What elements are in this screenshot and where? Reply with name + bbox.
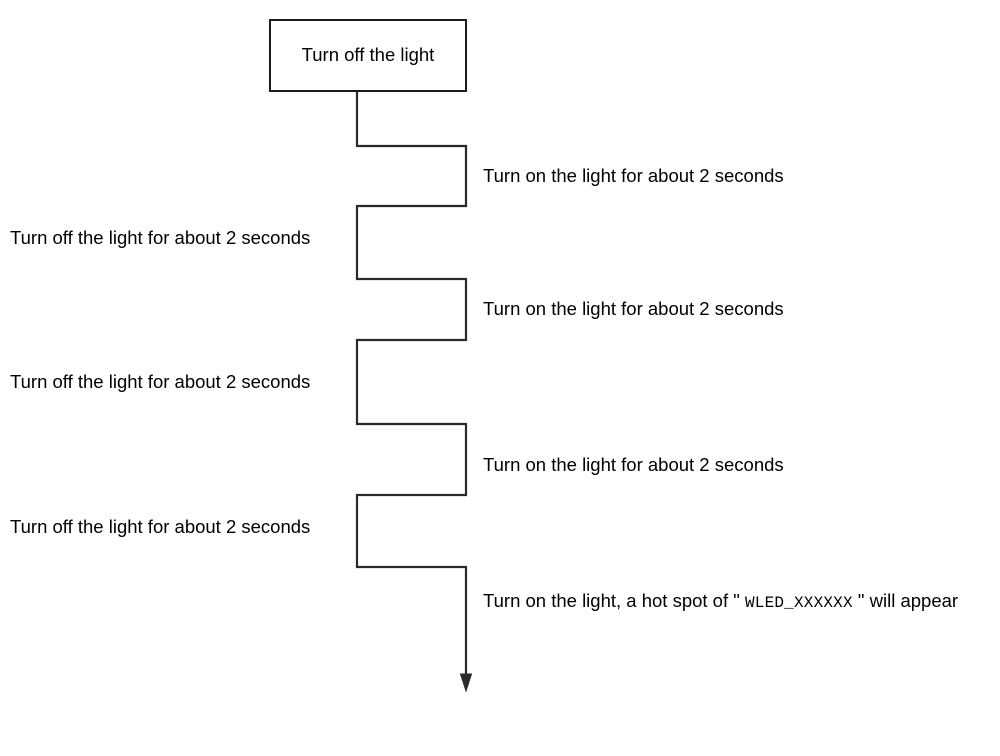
start-node-label: Turn off the light: [301, 44, 435, 66]
final-label-ssid-code: WLED_XXXXXX: [744, 594, 853, 612]
edge-label-turn-on-2: Turn on the light for about 2 seconds: [483, 298, 784, 319]
start-node: Turn off the light: [269, 19, 467, 92]
final-label-suffix: " will appear: [852, 590, 959, 611]
edge-label-turn-on-1: Turn on the light for about 2 seconds: [483, 165, 784, 186]
final-label-prefix: Turn on the light, a hot spot of ": [483, 590, 745, 611]
edge-label-final-hotspot: Turn on the light, a hot spot of " WLED_…: [483, 590, 959, 612]
edge-label-turn-off-2: Turn off the light for about 2 seconds: [10, 371, 311, 392]
edge-label-turn-off-1: Turn off the light for about 2 seconds: [10, 227, 311, 248]
edge-label-turn-on-3: Turn on the light for about 2 seconds: [483, 454, 784, 475]
wave-polyline: [355, 90, 468, 680]
arrow-head-icon: [459, 673, 473, 693]
edge-label-turn-off-3: Turn off the light for about 2 seconds: [10, 516, 311, 537]
